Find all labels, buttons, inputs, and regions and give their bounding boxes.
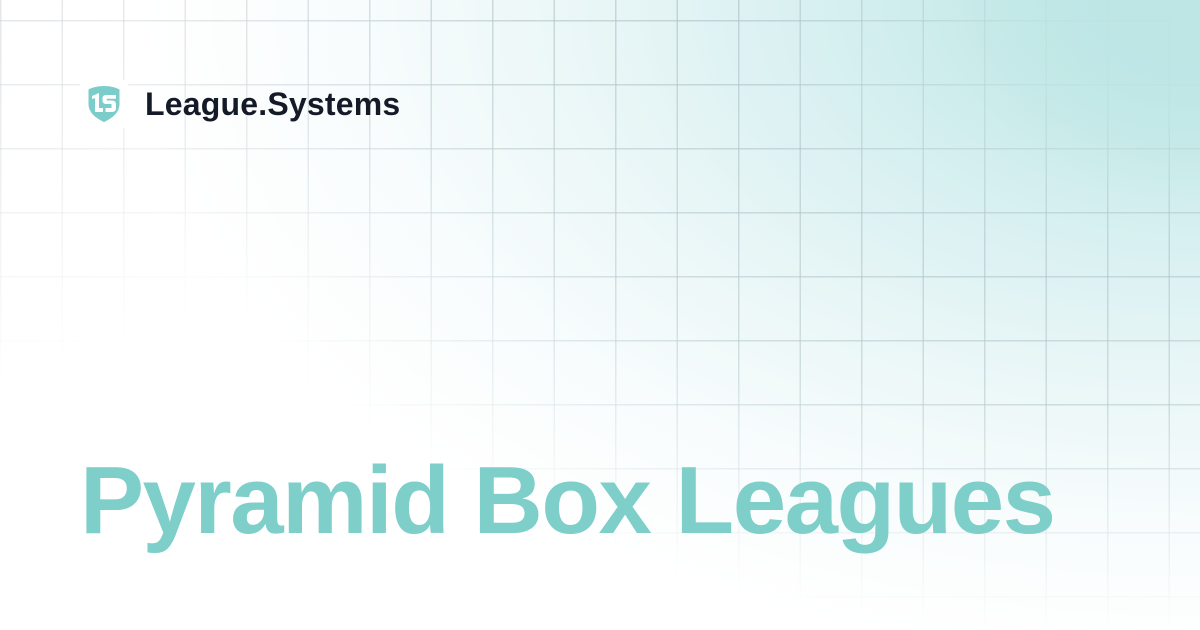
brand-header: League.Systems — [80, 80, 400, 128]
brand-name: League.Systems — [145, 86, 401, 122]
logo-container — [80, 80, 128, 128]
page-title: Pyramid Box Leagues — [80, 447, 1056, 554]
shield-ls-logo-icon — [87, 85, 121, 123]
